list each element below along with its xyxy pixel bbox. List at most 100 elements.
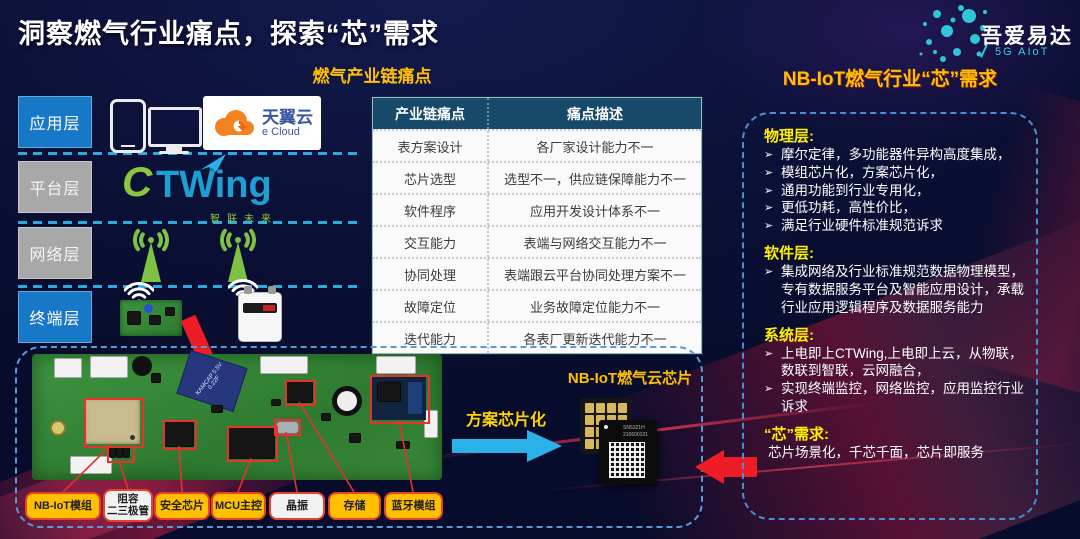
bullet-item: ➢模组芯片化，方案芯片化，	[764, 164, 943, 180]
arrow-bullet-icon: ➢	[764, 202, 774, 215]
ecloud-name: 天翼云	[262, 107, 313, 127]
gas-meter-icon	[238, 286, 282, 342]
layer-label: 网络层	[29, 247, 81, 264]
table-cell: 故障定位	[373, 291, 489, 321]
pcb-connector	[260, 356, 308, 374]
page-title: 洞察燃气行业痛点，探索“芯”需求	[18, 19, 439, 49]
table-cell: 表端跟云平台协同处理方案不一	[503, 267, 686, 283]
section-heading: “芯”需求:	[764, 425, 829, 443]
arrow-bullet-icon: ➢	[764, 383, 774, 396]
leader-lines	[62, 401, 414, 493]
ecloud-subtitle: e Cloud	[262, 125, 300, 138]
monitor-stand	[166, 146, 182, 151]
section-text: 芯片场景化，千芯千面，芯片即服务	[768, 444, 984, 460]
table-header-cell: 痛点描述	[567, 105, 623, 122]
pcb-component	[272, 400, 280, 405]
pcb-capacitor-black	[132, 356, 152, 376]
table-row: 协同处理表端跟云平台协同处理方案不一	[373, 257, 701, 289]
antenna-tower-icon	[220, 228, 256, 282]
table-row: 芯片选型选型不一，供应链保障能力不一	[373, 161, 701, 193]
pcb-component	[397, 442, 409, 448]
layer-label: 应用层	[29, 116, 81, 133]
board-label-nbiot-module: NB-IoT模组	[25, 492, 101, 520]
antenna-tower-icon	[133, 228, 169, 282]
chip-front: SN5321H 210600101	[599, 420, 657, 484]
board-section: KAMCAP 5.5V 0.22F	[15, 346, 703, 528]
pcb-component	[144, 304, 153, 313]
pcb-connector	[54, 358, 82, 378]
highlight-box-mcu	[227, 426, 278, 462]
table-row: 故障定位 业务故障定位能力不一	[373, 289, 701, 321]
ctwing-letter-c: C	[122, 158, 153, 205]
layer-divider	[18, 285, 363, 288]
ctwing-logo: C TWing 智联未来	[118, 154, 358, 225]
monitor-base	[159, 151, 189, 154]
table-row: 交互能力 表端与网络交互能力不一	[373, 225, 701, 257]
layer-divider	[18, 221, 363, 224]
buzzer	[332, 386, 362, 416]
buzzer-sticker	[337, 391, 357, 411]
gas-meter-pipe	[244, 286, 252, 294]
layer-box-platform: 平台层	[18, 161, 92, 213]
solution-arrow-label: 方案芯片化	[466, 412, 547, 429]
brand-name: 吾爱易达	[981, 25, 1073, 48]
table-cell: 各表厂更新迭代能力不一	[523, 331, 667, 347]
bullet-item: ➢满足行业硬件标准规范诉求	[764, 218, 943, 234]
layer-divider	[18, 152, 363, 155]
table-header-cell: 产业链痛点	[373, 98, 489, 129]
bullet-item: ➢更低功耗，高性价比，	[764, 200, 916, 216]
pcb-component	[128, 312, 140, 324]
table-cell: 表端与网络交互能力不一	[523, 235, 667, 251]
qr-code	[609, 442, 645, 478]
pcb-connector	[376, 356, 416, 374]
ctwing-wordmark: TWing	[156, 164, 272, 206]
board-label-memory: 存储	[328, 492, 381, 520]
arrow-bullet-icon: ➢	[764, 149, 774, 161]
paper-plane-icon	[200, 154, 226, 174]
bullet-item: ➢摩尔定律，多功能器件异构高度集成，	[764, 147, 1011, 162]
module-dot	[130, 435, 135, 440]
pcb-component	[322, 414, 330, 420]
gas-meter-digits	[263, 305, 275, 311]
table-header-row: 产业链痛点 痛点描述	[373, 98, 701, 129]
layer-label: 平台层	[29, 181, 81, 198]
pcb-component	[152, 374, 160, 382]
section-physical: 物理层: ➢摩尔定律，多功能器件异构高度集成， ➢模组芯片化，方案芯片化， ➢通…	[764, 125, 1026, 235]
section-software: 软件层: ➢集成网络及行业标准规范数据物理模型，专有数据服务平台及智能应用设计，…	[764, 242, 1026, 316]
pain-point-table: 产业链痛点 痛点描述 表方案设计 各厂家设计能力不一 芯片选型选型不一，供应链保障…	[372, 97, 702, 354]
pcb-component	[110, 448, 115, 457]
mcu-chip	[229, 428, 274, 458]
needs-panel-title: NB-IoT燃气行业“芯”需求	[782, 69, 998, 90]
table-row: 表方案设计 各厂家设计能力不一	[373, 129, 701, 161]
board-label-resistors: 阻容 二三极管	[103, 489, 153, 522]
cloud-icon	[215, 110, 254, 136]
table-cell: 表方案设计	[373, 131, 489, 161]
section-chip-needs: “芯”需求: 芯片场景化，千芯千面，芯片即服务	[764, 423, 1026, 462]
section-heading: 物理层:	[764, 128, 814, 145]
ecloud-text: 天翼云 e Cloud	[262, 109, 313, 138]
table-cell: 芯片选型	[373, 163, 489, 193]
board-label-mcu: MCU主控	[211, 492, 266, 520]
layer-box-terminal: 终端层	[18, 291, 92, 343]
monitor-icon	[148, 107, 202, 147]
pcb-connector	[424, 410, 438, 438]
table-row: 软件程序应用开发设计体系不一	[373, 193, 701, 225]
table-cell: 各厂家设计能力不一	[536, 139, 654, 155]
ecloud-logo: 天翼云 e Cloud	[203, 96, 321, 150]
smartphone-home-line	[121, 145, 135, 147]
table-cell: 业务故障定位能力不一	[529, 299, 660, 315]
bullet-item: ➢集成网络及行业标准规范数据物理模型，专有数据服务平台及智能应用设计，承载行业应…	[764, 264, 1024, 315]
pcb-component	[150, 316, 160, 324]
pcb-component	[378, 383, 400, 401]
pcb-component	[212, 406, 222, 412]
bullet-item: ➢通用功能到行业专用化，	[764, 182, 930, 198]
needs-panel: 物理层: ➢摩尔定律，多功能器件异构高度集成， ➢模组芯片化，方案芯片化， ➢通…	[742, 112, 1038, 520]
table-cell: 交互能力	[373, 227, 489, 257]
chip-serial: 210600101	[623, 431, 649, 438]
bluetooth-module-chip	[372, 377, 426, 420]
memory-chip	[287, 382, 312, 402]
bullet-item: ➢上电即上CTWing,上电即上云，从物联，数联到智联，云网融合，	[764, 345, 1023, 379]
chip-marking: SN5321H 210600101	[623, 425, 648, 438]
highlight-box-crystal	[274, 419, 301, 436]
